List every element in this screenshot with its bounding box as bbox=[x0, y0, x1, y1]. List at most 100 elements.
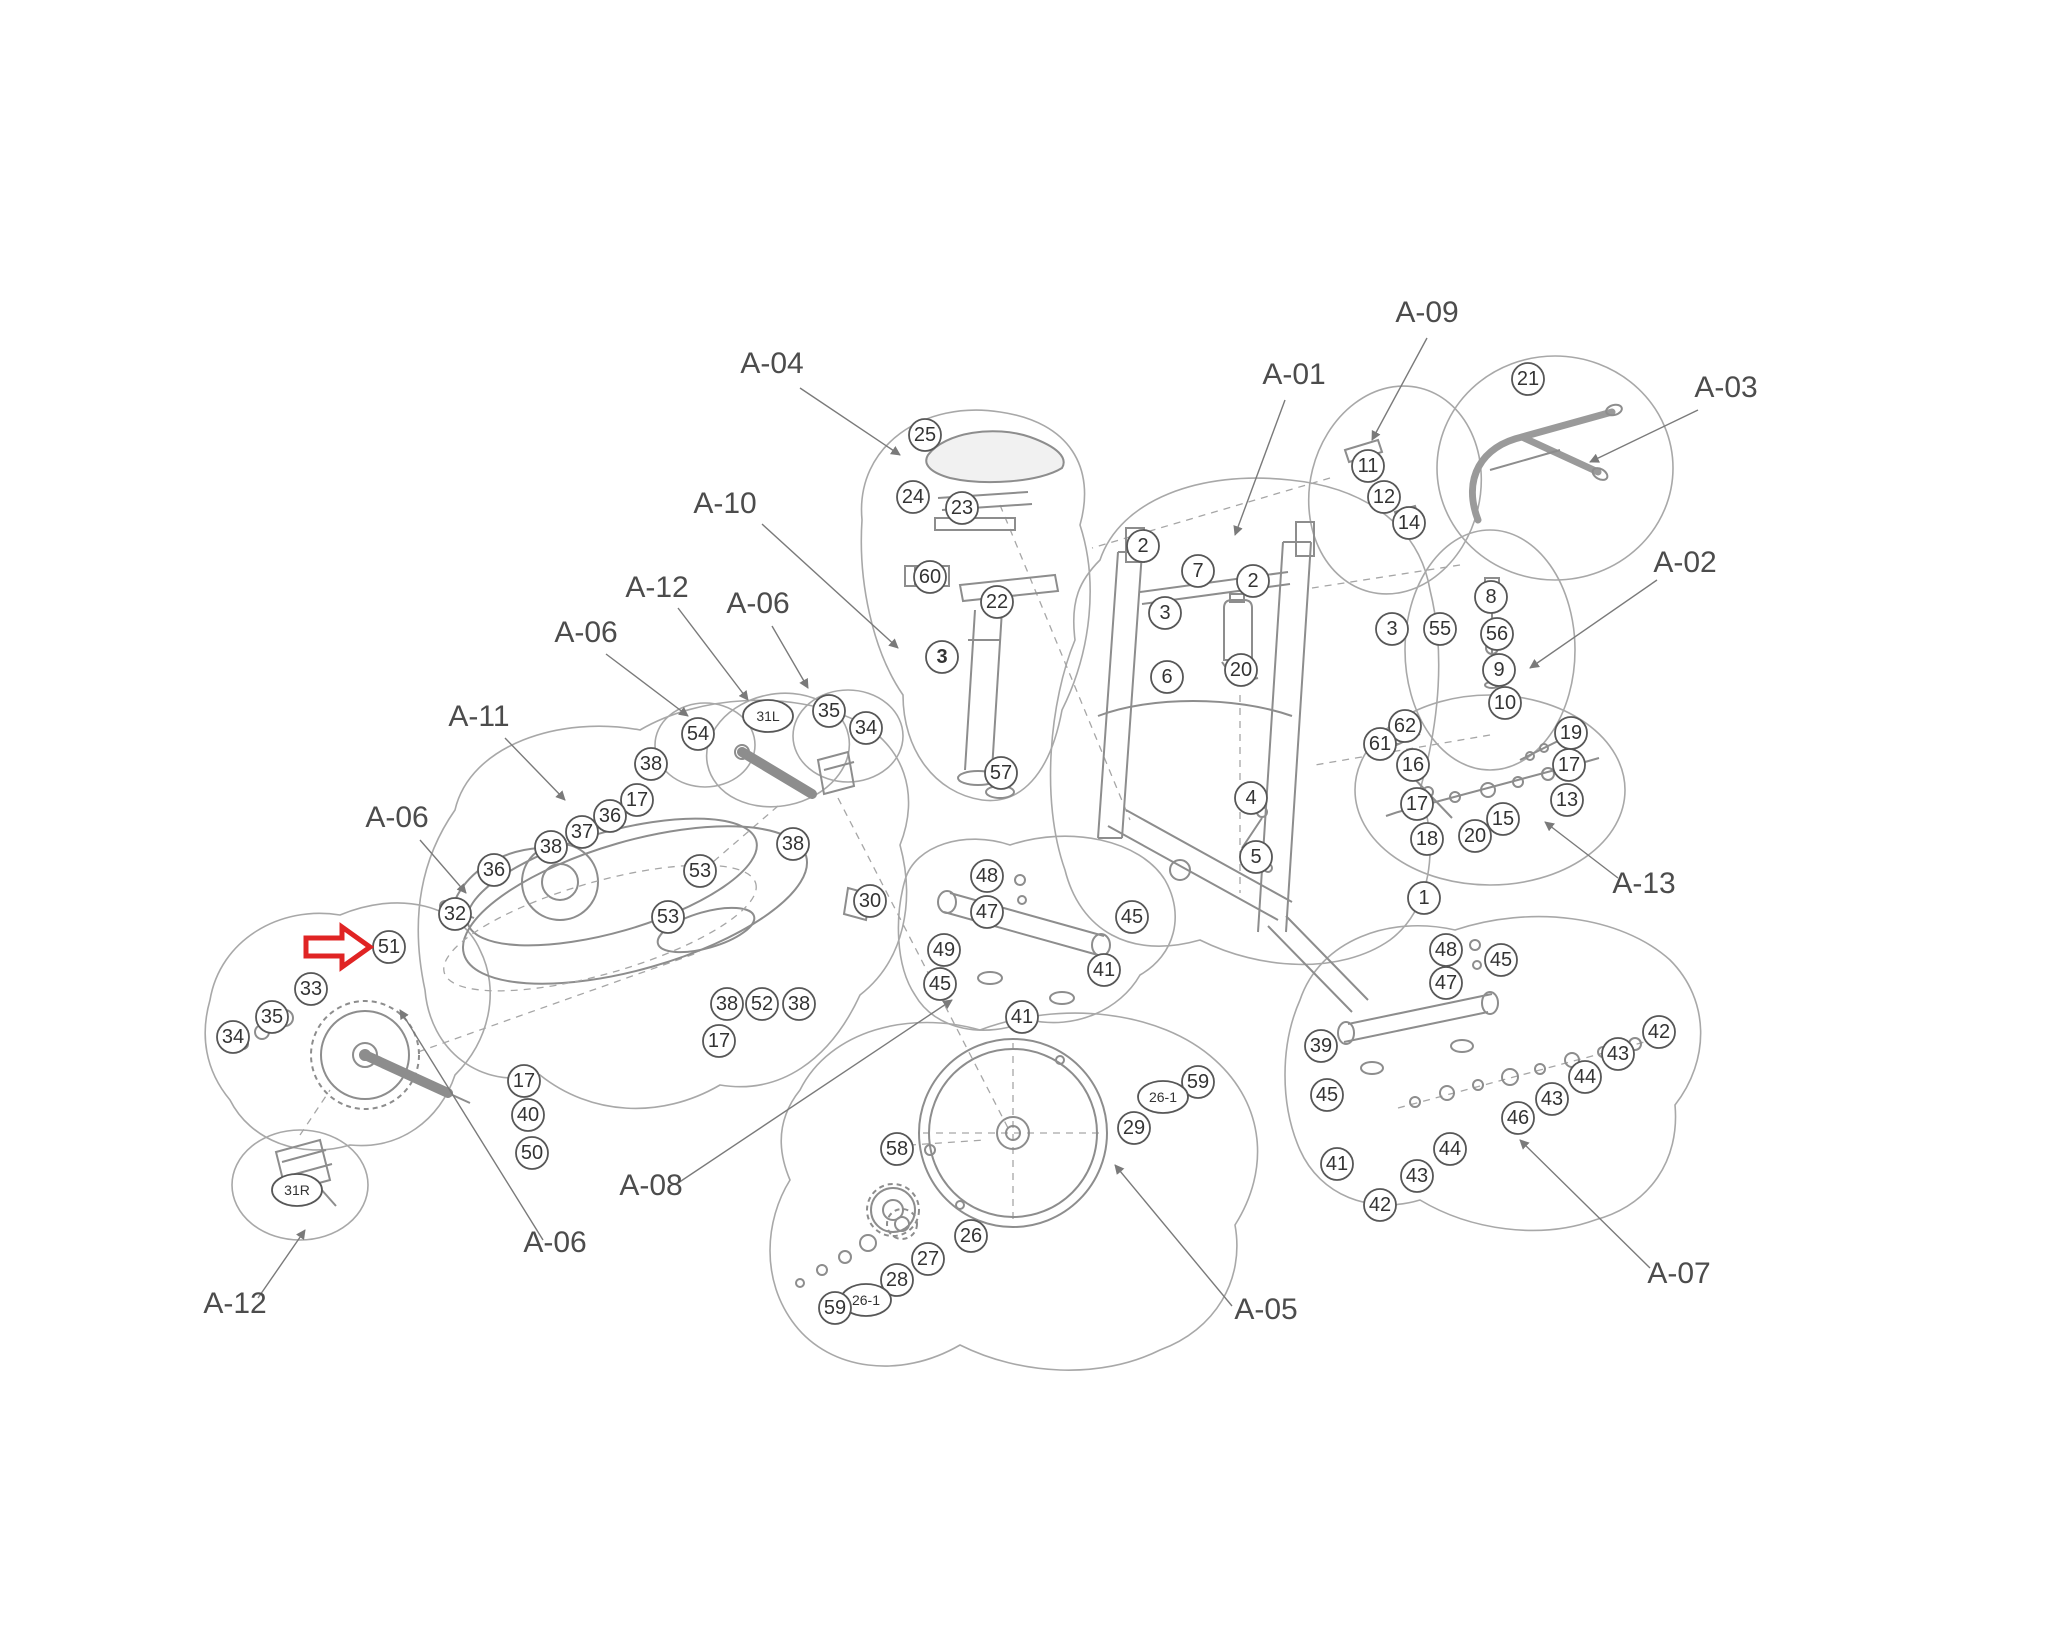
svg-text:16: 16 bbox=[1402, 754, 1424, 776]
assembly-label-a-05-15: A-05 bbox=[1234, 1293, 1297, 1326]
svg-text:38: 38 bbox=[788, 993, 810, 1015]
bottle-art bbox=[1223, 593, 1253, 661]
svg-text:51: 51 bbox=[378, 936, 400, 958]
svg-text:49: 49 bbox=[933, 939, 955, 961]
svg-text:26-1: 26-1 bbox=[1149, 1089, 1177, 1105]
svg-text:46: 46 bbox=[1507, 1107, 1529, 1129]
part-callout-45: 45 bbox=[1310, 1078, 1344, 1112]
svg-text:44: 44 bbox=[1439, 1138, 1461, 1160]
part-callout-5: 5 bbox=[1239, 840, 1273, 874]
part-callout-53: 53 bbox=[651, 900, 685, 934]
part-callout-42: 42 bbox=[1363, 1188, 1397, 1222]
crank-left-art bbox=[737, 747, 817, 799]
svg-text:20: 20 bbox=[1230, 659, 1252, 681]
part-callout-3: 3 bbox=[1148, 596, 1182, 630]
part-callout-35: 35 bbox=[812, 694, 846, 728]
part-callout-17: 17 bbox=[1552, 748, 1586, 782]
svg-text:30: 30 bbox=[859, 890, 881, 912]
blob-a07 bbox=[1284, 915, 1702, 1232]
svg-text:6: 6 bbox=[1161, 666, 1172, 688]
part-callout-8: 8 bbox=[1474, 580, 1508, 614]
part-callout-27: 27 bbox=[911, 1242, 945, 1276]
assembly-label-a-08-12: A-08 bbox=[619, 1169, 682, 1202]
svg-text:41: 41 bbox=[1011, 1006, 1033, 1028]
part-callout-38: 38 bbox=[782, 987, 816, 1021]
chainring-art bbox=[310, 1000, 420, 1110]
part-callout-58: 58 bbox=[880, 1132, 914, 1166]
part-callout-29: 29 bbox=[1117, 1111, 1151, 1145]
svg-text:34: 34 bbox=[222, 1026, 244, 1048]
pedal-right-art bbox=[274, 1138, 337, 1207]
svg-text:54: 54 bbox=[687, 723, 709, 745]
part-callout-24: 24 bbox=[896, 480, 930, 514]
svg-text:5: 5 bbox=[1250, 846, 1261, 868]
part-callout-25: 25 bbox=[908, 418, 942, 452]
part-callout-56: 56 bbox=[1480, 617, 1514, 651]
svg-text:8: 8 bbox=[1485, 586, 1496, 608]
part-callout-44: 44 bbox=[1568, 1060, 1602, 1094]
part-callout-21: 21 bbox=[1511, 362, 1545, 396]
svg-text:15: 15 bbox=[1492, 808, 1514, 830]
part-callout-51: 51 bbox=[372, 930, 406, 964]
highlight-layer bbox=[303, 922, 375, 972]
seat-art bbox=[925, 430, 1065, 484]
chain-guard-art bbox=[461, 825, 809, 985]
assembly-label-a-10-4: A-10 bbox=[693, 487, 756, 520]
part-callout-50: 50 bbox=[515, 1136, 549, 1170]
part-callout-23: 23 bbox=[945, 491, 979, 525]
part-callout-31L: 31L bbox=[742, 699, 794, 733]
part-callout-17: 17 bbox=[620, 783, 654, 817]
part-callout-37: 37 bbox=[565, 815, 599, 849]
part-callout-45: 45 bbox=[923, 967, 957, 1001]
assembly-label-a-09-1: A-09 bbox=[1395, 296, 1458, 329]
part-callout-16: 16 bbox=[1396, 748, 1430, 782]
part-callout-6: 6 bbox=[1150, 660, 1184, 694]
blob-a01 bbox=[1049, 477, 1440, 966]
svg-text:31R: 31R bbox=[284, 1182, 310, 1198]
part-callout-32: 32 bbox=[438, 897, 472, 931]
group-outlines bbox=[204, 355, 1702, 1371]
assembly-label-a-13-11: A-13 bbox=[1612, 867, 1675, 900]
part-callout-30: 30 bbox=[853, 884, 887, 918]
part-callout-55: 55 bbox=[1423, 612, 1457, 646]
svg-text:59: 59 bbox=[824, 1297, 846, 1319]
part-callout-47: 47 bbox=[1429, 966, 1463, 1000]
svg-text:28: 28 bbox=[886, 1269, 908, 1291]
part-callout-45: 45 bbox=[1115, 900, 1149, 934]
flywheel-art bbox=[918, 1038, 1108, 1228]
part-callout-31R: 31R bbox=[271, 1173, 323, 1207]
part-callout-38: 38 bbox=[534, 830, 568, 864]
part-callout-34: 34 bbox=[849, 711, 883, 745]
svg-text:60: 60 bbox=[919, 566, 941, 588]
svg-text:29: 29 bbox=[1123, 1117, 1145, 1139]
svg-text:25: 25 bbox=[914, 424, 936, 446]
svg-text:27: 27 bbox=[917, 1248, 939, 1270]
part-callout-42: 42 bbox=[1642, 1015, 1676, 1049]
part-callout-22: 22 bbox=[980, 585, 1014, 619]
part-callout-54: 54 bbox=[681, 717, 715, 751]
svg-text:14: 14 bbox=[1398, 512, 1420, 534]
svg-text:17: 17 bbox=[708, 1030, 730, 1052]
leader-lines bbox=[257, 337, 1699, 1307]
svg-text:26-1: 26-1 bbox=[852, 1292, 880, 1308]
rear-stabilizer-art bbox=[1343, 993, 1493, 1043]
part-callout-19: 19 bbox=[1554, 716, 1588, 750]
part-callout-17: 17 bbox=[1400, 787, 1434, 821]
part-callout-4: 4 bbox=[1234, 781, 1268, 815]
part-callout-49: 49 bbox=[927, 933, 961, 967]
assembly-label-a-06-7: A-06 bbox=[726, 587, 789, 620]
part-callout-46: 46 bbox=[1501, 1101, 1535, 1135]
svg-text:17: 17 bbox=[1406, 793, 1428, 815]
svg-text:59: 59 bbox=[1187, 1071, 1209, 1093]
part-callout-41: 41 bbox=[1087, 953, 1121, 987]
assembly-label-a-03-2: A-03 bbox=[1694, 371, 1757, 404]
svg-text:42: 42 bbox=[1648, 1021, 1670, 1043]
assembly-label-a-04-0: A-04 bbox=[740, 347, 803, 380]
svg-text:9: 9 bbox=[1493, 659, 1504, 681]
svg-text:36: 36 bbox=[483, 859, 505, 881]
chain-art bbox=[443, 864, 757, 992]
part-callout-35: 35 bbox=[255, 1000, 289, 1034]
svg-text:45: 45 bbox=[1316, 1084, 1338, 1106]
part-callout-36: 36 bbox=[593, 799, 627, 833]
